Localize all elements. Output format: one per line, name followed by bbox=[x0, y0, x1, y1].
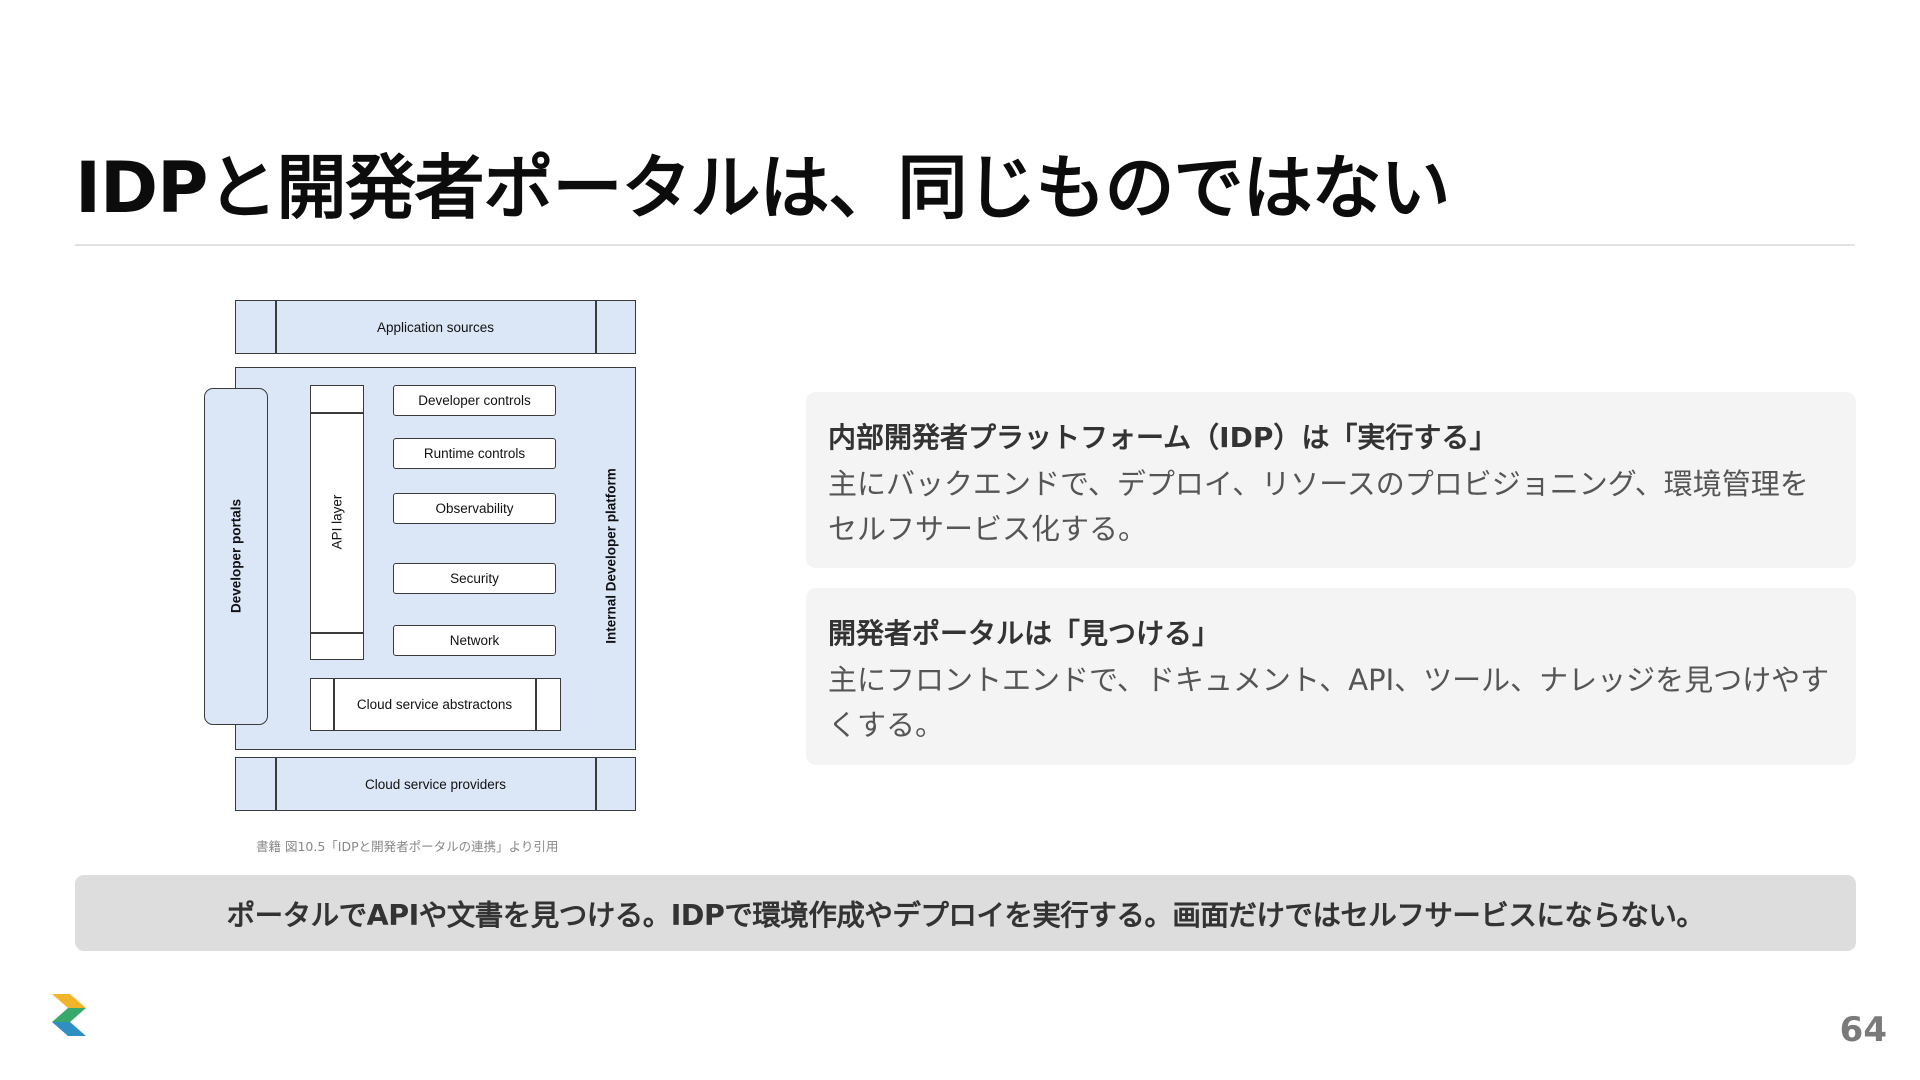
idp-card-body: 主にバックエンドで、デプロイ、リソースのプロビジョニング、環境管理をセルフサービ… bbox=[828, 467, 1809, 546]
api-layer-top-divider bbox=[310, 412, 364, 414]
summary-banner: ポータルでAPIや文書を見つける。IDPで環境作成やデプロイを実行する。画面だけ… bbox=[75, 875, 1856, 951]
cloud-service-abstractions-right-divider bbox=[535, 678, 537, 731]
cloud-service-providers-label: Cloud service providers bbox=[364, 776, 507, 792]
brand-logo-icon bbox=[52, 994, 86, 1036]
cloud-service-abstractions-box bbox=[310, 678, 561, 731]
runtime-controls-box: Runtime controls bbox=[393, 438, 556, 469]
api-layer-bottom-divider bbox=[310, 632, 364, 634]
cloud-service-providers-right-divider bbox=[595, 757, 597, 811]
title-divider bbox=[75, 244, 1855, 246]
security-box: Security bbox=[393, 563, 556, 594]
application-sources-left-divider bbox=[275, 300, 277, 354]
application-sources-label: Application sources bbox=[376, 319, 495, 335]
portal-card-heading: 開発者ポータルは「見つける」 bbox=[828, 617, 1221, 650]
application-sources-box bbox=[235, 300, 636, 354]
portal-card: 開発者ポータルは「見つける」 主にフロントエンドで、ドキュメント、API、ツール… bbox=[806, 588, 1856, 765]
developer-portals-box bbox=[204, 388, 268, 725]
idp-card: 内部開発者プラットフォーム（IDP）は「実行する」 主にバックエンドで、デプロイ… bbox=[806, 392, 1856, 568]
idp-portal-diagram: Application sources Developer portals AP… bbox=[200, 295, 640, 855]
cloud-service-abstractions-label: Cloud service abstractons bbox=[356, 697, 513, 712]
idp-card-heading: 内部開発者プラットフォーム（IDP）は「実行する」 bbox=[828, 421, 1498, 454]
cloud-service-providers-box bbox=[235, 757, 636, 811]
developer-portals-label: Developer portals bbox=[228, 498, 244, 614]
developer-controls-box: Developer controls bbox=[393, 385, 556, 416]
api-layer-box bbox=[310, 385, 364, 660]
application-sources-right-divider bbox=[595, 300, 597, 354]
internal-developer-platform-label: Internal Developer platform bbox=[603, 468, 619, 644]
observability-box: Observability bbox=[393, 493, 556, 524]
page-number: 64 bbox=[1839, 1010, 1887, 1050]
cloud-service-providers-left-divider bbox=[275, 757, 277, 811]
network-box: Network bbox=[393, 625, 556, 656]
portal-card-body: 主にフロントエンドで、ドキュメント、API、ツール、ナレッジを見つけやすくする。 bbox=[828, 663, 1830, 742]
page-title: IDPと開発者ポータルは、同じものではない bbox=[75, 147, 1450, 229]
cloud-service-abstractions-left-divider bbox=[333, 678, 335, 731]
api-layer-label: API layer bbox=[329, 494, 345, 550]
diagram-caption: 書籍 図10.5「IDPと開発者ポータルの連携」より引用 bbox=[256, 839, 559, 854]
